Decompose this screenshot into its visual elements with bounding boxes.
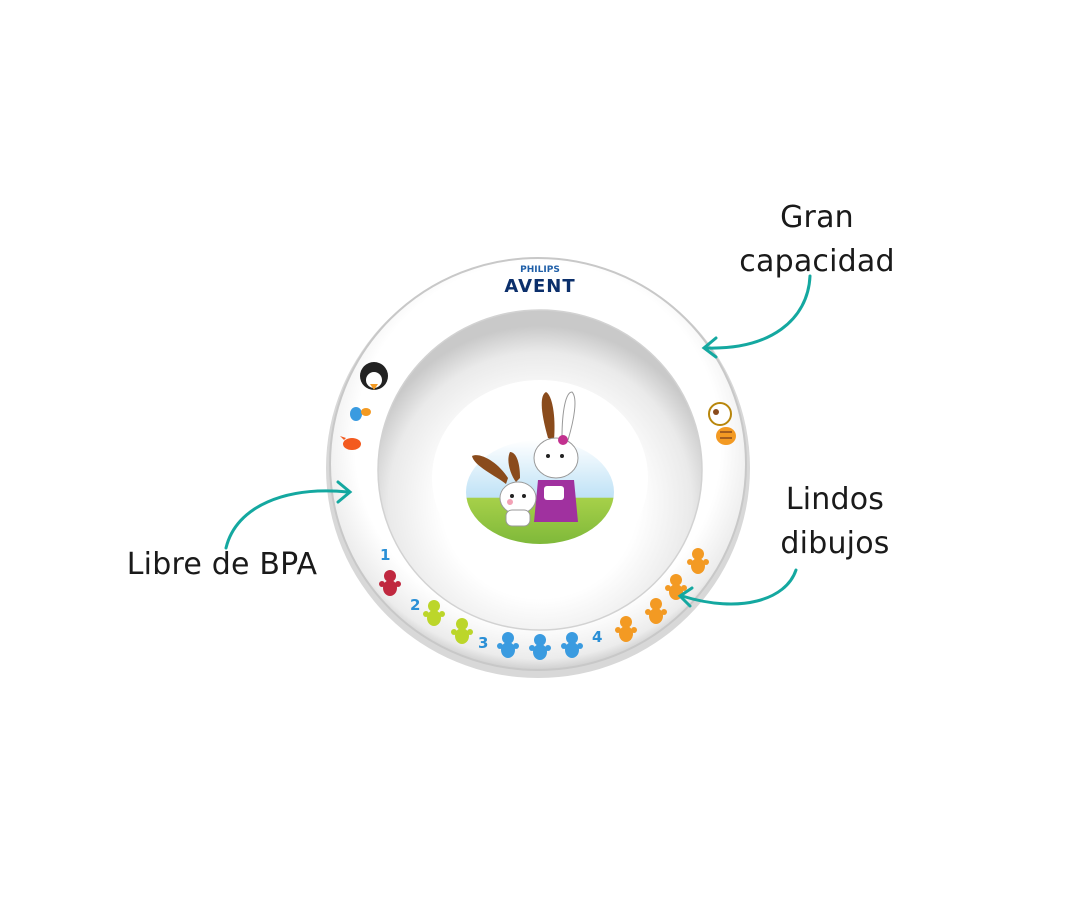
rim-number: 1 [380, 546, 390, 564]
teddy-bear-icon [561, 632, 583, 658]
teddy-bear-icon [615, 616, 637, 642]
callout-cute-drawings-line1: Lindos [785, 482, 885, 517]
bunny-icon [533, 391, 579, 522]
callout-cute-drawings: Lindos dibujos [760, 478, 910, 566]
fox-icon [340, 436, 361, 450]
tiger-icon [716, 427, 736, 445]
callout-bpa-free-text: Libre de BPA [126, 547, 318, 582]
curved-arrow-icon [224, 480, 353, 550]
rim-number: 4 [592, 628, 602, 646]
teddy-bear-icon [497, 632, 519, 658]
teddy-bear-icon [379, 570, 401, 596]
curved-arrow-icon [701, 274, 812, 359]
callout-capacity: Gran capacidad [700, 196, 934, 284]
brand-philips: PHILIPS [520, 265, 560, 275]
cow-icon [708, 402, 732, 426]
callout-cute-drawings-line2: dibujos [780, 526, 890, 561]
rim-number: 3 [478, 634, 488, 652]
rim-number: 2 [410, 596, 420, 614]
bird-icon [350, 407, 371, 421]
callout-capacity-line2: capacidad [739, 244, 895, 279]
teddy-bear-icon [529, 634, 551, 660]
bunny-icon [472, 452, 537, 527]
callout-bpa-free: Libre de BPA [110, 543, 334, 587]
teddy-bear-icon [665, 574, 687, 600]
teddy-bear-icon [687, 548, 709, 574]
curved-arrow-icon [677, 568, 798, 608]
teddy-bear-icon [645, 598, 667, 624]
teddy-bear-icon [423, 600, 445, 626]
callout-capacity-line1: Gran [780, 200, 854, 235]
brand-avent: AVENT [504, 276, 575, 297]
teddy-bear-icon [451, 618, 473, 644]
penguin-icon [360, 362, 388, 390]
